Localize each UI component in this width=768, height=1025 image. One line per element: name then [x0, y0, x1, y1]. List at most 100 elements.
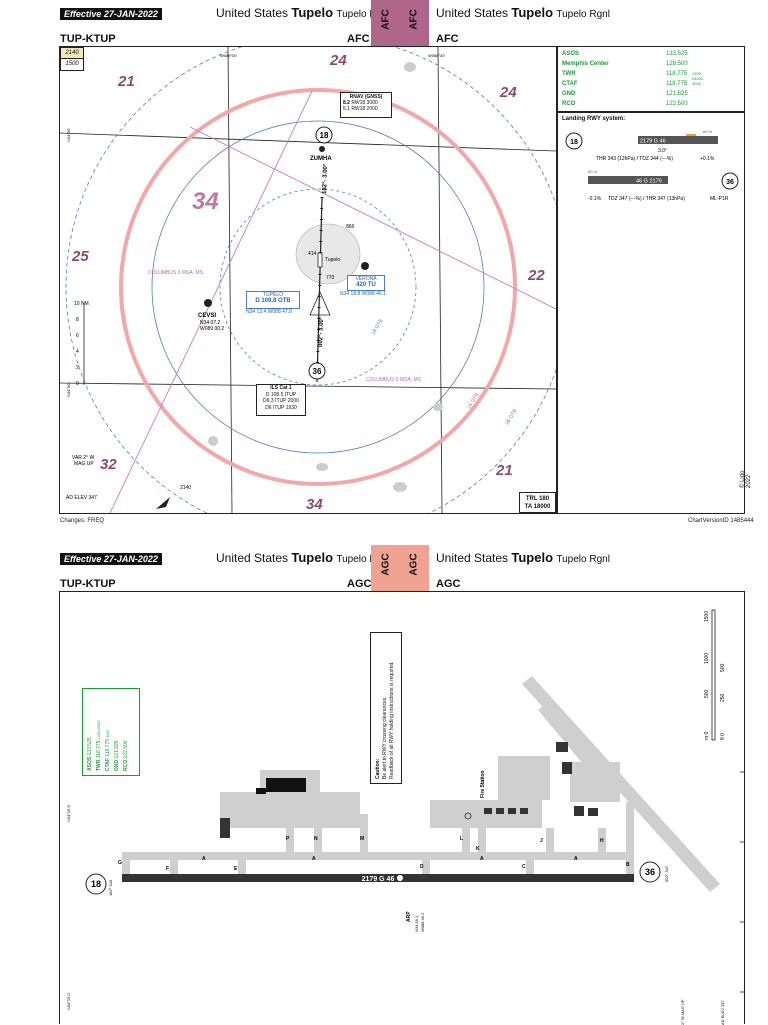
sector-label: 32 [100, 456, 117, 473]
parallel-line [60, 132, 556, 152]
rwy18-marker [85, 873, 107, 895]
diagonal-taxiway [522, 676, 720, 892]
twy-letter: D [420, 864, 424, 870]
radial-label: 26 OTB [505, 408, 519, 426]
twy-letter: L [460, 836, 463, 842]
msa-box-2: 1500 [60, 58, 84, 71]
rwy18-label: 18 [91, 879, 101, 889]
elevation-label: 414 [308, 251, 317, 257]
runway-18-label: 18 [320, 131, 329, 140]
taxiway-n [314, 814, 322, 854]
parallel-line [60, 382, 556, 390]
taxiway-p [286, 814, 294, 854]
radial-label: 18 OTB [371, 318, 385, 336]
scale-label: 0 [76, 381, 79, 387]
rwy18-sub: 182° 343 [108, 879, 113, 896]
landing-rwy36-marker [721, 172, 739, 190]
scale-label: 8 [76, 317, 79, 323]
cevsi-coord: W089 00.2 [200, 326, 224, 332]
verona-coord: N34 18.8 W088 46.1 [340, 291, 386, 297]
effective-date: Effective 27-JAN-2022 [60, 8, 162, 20]
inner-dashed-circle [219, 188, 417, 386]
connector-d [422, 852, 430, 876]
header-title-left-2: United States Tupelo Tupelo Rgnl [216, 550, 390, 565]
terrain-blob [393, 482, 407, 492]
inbound-course: 182°- 3.00° [322, 163, 329, 194]
terrain-area [295, 223, 361, 285]
ad-elev-label: AD ELEV 347 [66, 495, 97, 501]
twy-letter: G [118, 860, 122, 866]
msa-text: COLUMBUS 3 MSA, MS [148, 270, 204, 276]
elevation-label: 866 [346, 224, 355, 230]
header-title-left: United States Tupelo Tupelo Rgnl [216, 5, 390, 20]
chart-version: ChartVersionID 1485444 [688, 518, 754, 524]
copyright: © Lido 2022 [740, 470, 752, 488]
main-apron [220, 792, 360, 828]
twy-letter: F [166, 866, 169, 872]
cevsi-name: CEVSI [198, 313, 216, 319]
landing-rwy36-label: 36 [726, 179, 734, 186]
scale-ft-label: ft 0 [720, 733, 726, 740]
sector-label: 24 [499, 84, 517, 101]
loc-feather [309, 290, 331, 316]
airport-id-2: TUP-KTUP [60, 578, 116, 590]
papi-lights [686, 134, 696, 136]
building [574, 806, 584, 816]
cevsi-fix [204, 299, 212, 307]
code-left: AFC [347, 33, 370, 45]
landing-runway-top [638, 136, 718, 144]
twy-letter: C [522, 864, 526, 870]
twy-letter: A [574, 856, 578, 862]
airspace-line [189, 126, 556, 310]
landing-rwy18-marker [565, 132, 583, 150]
landing-system-panel: Landing RWY system: 18 2179 G 46 60 ht 3… [557, 112, 745, 514]
latitude-label: N34°15.0' [66, 992, 71, 1010]
landing-tag: ML-P1R [710, 196, 729, 202]
terrain-blob [316, 463, 328, 471]
building [508, 808, 516, 814]
agc-freq-asos: ASOS 133.525 [87, 737, 93, 771]
caution-box: Caution: Be alert to RWY crossing cleara… [370, 632, 402, 784]
msa-text: COLUMBUS 5 MSA, MS [366, 377, 422, 383]
chart-tab-afc[interactable]: AFC AFC [371, 0, 429, 46]
taxiway-h [598, 828, 606, 854]
rwy36-label: 36 [645, 867, 655, 877]
variation-label: 2° W MAG UP [680, 999, 685, 1025]
twy-letter: P [286, 836, 290, 842]
twy-letter: K [476, 846, 480, 852]
terrain-blob [433, 403, 443, 411]
sector-label: 21 [495, 462, 513, 479]
terminal-building [266, 778, 306, 792]
taxiway-k [478, 826, 486, 854]
twy-letter: A [202, 856, 206, 862]
elevation-label: 770 [326, 275, 335, 281]
building [220, 818, 230, 838]
verona-ndb [361, 262, 369, 270]
latitude-label: N34°30' [66, 128, 71, 142]
twy-letter: M [360, 836, 364, 842]
ga-apron [570, 762, 620, 802]
latitude-label: N34°00' [66, 383, 71, 397]
latitude-label: N34°16.6' [66, 804, 71, 822]
msa-red-circle [119, 88, 517, 486]
scale-m-label: 1000 [704, 653, 710, 664]
agc-freq-gnd: GND 121.825 [114, 740, 120, 771]
arp-label: ARP [406, 911, 412, 922]
chart-tab-agc[interactable]: AGC AGC [371, 545, 429, 591]
taxiway-m [360, 814, 368, 854]
tupelo-vor-box: TUPELO D 109.8 OTB [246, 291, 300, 309]
arp-coord: N34 16.1 [414, 915, 419, 932]
landing-runway-bottom [588, 176, 668, 184]
runway-symbol [317, 252, 323, 268]
arp-coord: W088 46.2 [420, 912, 425, 932]
twy-letter: A [312, 856, 316, 862]
rwy36-sub: 002° 347 [664, 865, 669, 882]
building [556, 742, 568, 752]
meridian-line [227, 47, 233, 513]
scale-label: 6 [76, 333, 79, 339]
rwy36-marker [639, 861, 661, 883]
landing-slope-top: +0.1% [700, 156, 715, 162]
